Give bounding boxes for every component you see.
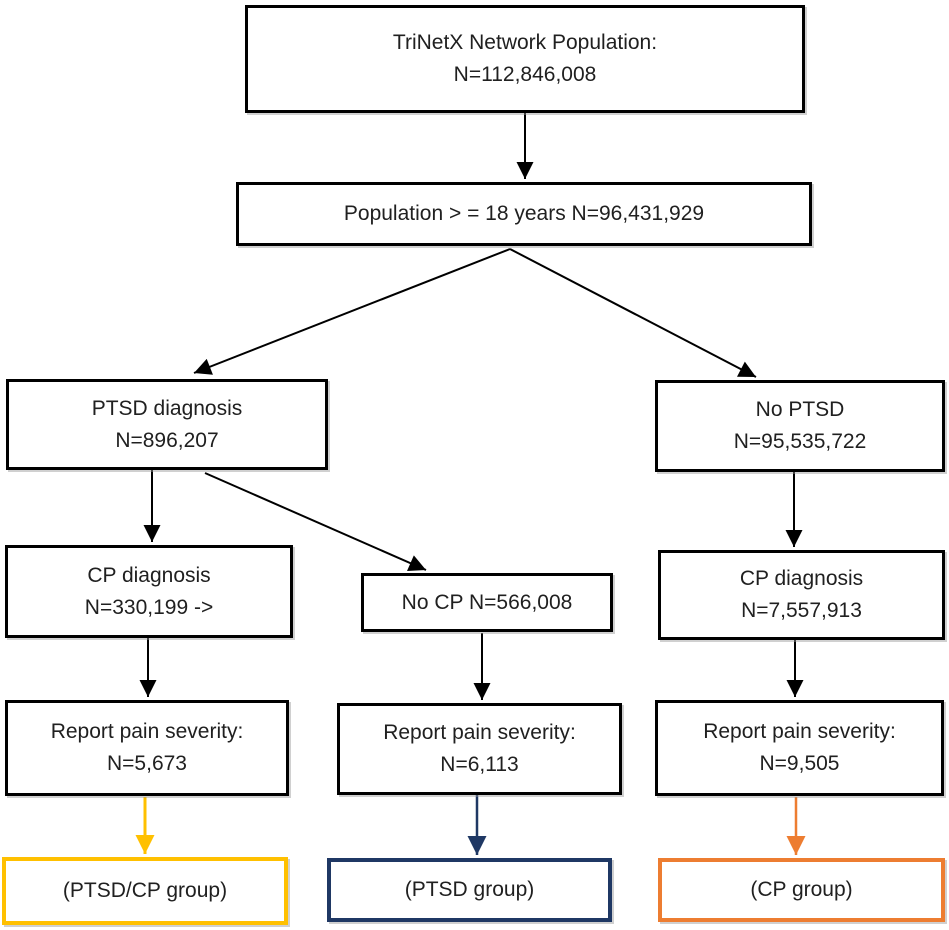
node-adult-population: Population > = 18 years N=96,431,929 [236, 182, 812, 246]
node-text: Report pain severity: [703, 720, 896, 743]
node-text: N=9,505 [759, 752, 840, 775]
node-cp-group: (CP group) [658, 858, 945, 922]
node-network-population: TriNetX Network Population: N=112,846,00… [245, 5, 805, 113]
node-no-ptsd: No PTSD N=95,535,722 [655, 380, 945, 472]
node-cp-diagnosis-no-ptsd-branch: CP diagnosis N=7,557,913 [658, 550, 945, 640]
node-text: Report pain severity: [383, 721, 576, 744]
node-text: N=112,846,008 [453, 63, 597, 86]
node-report-pain-cp: Report pain severity: N=9,505 [655, 700, 944, 796]
node-text: CP diagnosis [739, 567, 864, 590]
node-ptsd-diagnosis: PTSD diagnosis N=896,207 [6, 379, 328, 470]
node-text: No CP N=566,008 [401, 590, 573, 614]
node-text: N=896,207 [115, 428, 219, 452]
node-report-pain-ptsd-cp: Report pain severity: N=5,673 [5, 700, 289, 796]
node-text: PTSD diagnosis [91, 396, 243, 420]
node-text: Population > = 18 years N=96,431,929 [343, 202, 705, 225]
node-text: TriNetX Network Population: [392, 31, 658, 54]
node-ptsd-cp-group: (PTSD/CP group) [2, 857, 288, 925]
arrow-adults-to-no-ptsd [509, 248, 757, 378]
node-text: (PTSD/CP group) [62, 879, 228, 902]
node-text: (CP group) [750, 878, 853, 901]
node-text: N=7,557,913 [741, 599, 862, 622]
node-text: N=6,113 [440, 753, 519, 776]
node-text: No PTSD [755, 398, 845, 421]
node-text: N=330,199 -> [84, 595, 214, 619]
node-text: (PTSD group) [404, 878, 535, 901]
arrow-adults-to-ptsd [193, 248, 511, 375]
node-no-cp: No CP N=566,008 [361, 573, 613, 632]
node-text: CP diagnosis [87, 563, 211, 587]
node-text: Report pain severity: [50, 720, 244, 743]
node-cp-diagnosis-ptsd-branch: CP diagnosis N=330,199 -> [5, 545, 293, 638]
node-ptsd-group: (PTSD group) [327, 858, 612, 922]
node-text: N=95,535,722 [733, 430, 867, 453]
node-text: N=5,673 [107, 752, 187, 775]
node-report-pain-ptsd: Report pain severity: N=6,113 [337, 703, 622, 795]
